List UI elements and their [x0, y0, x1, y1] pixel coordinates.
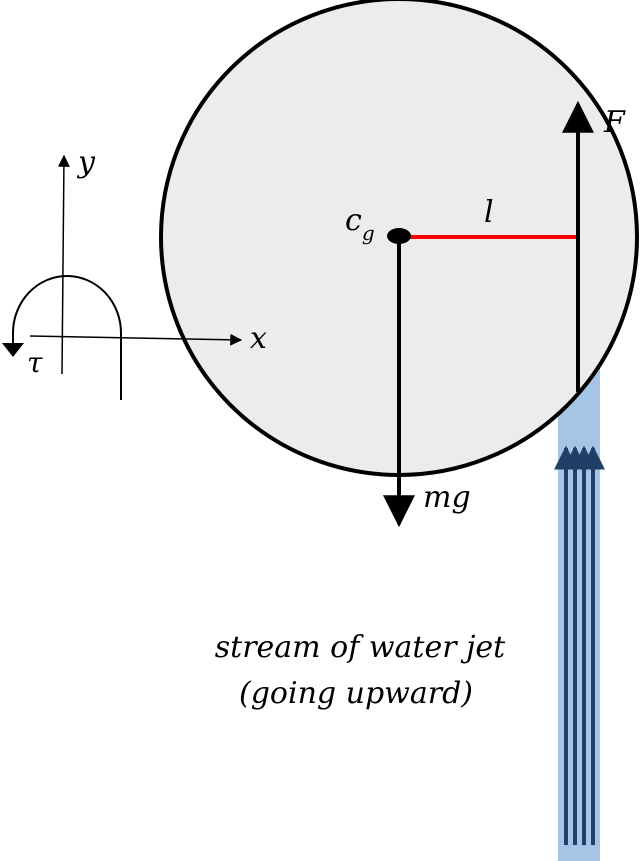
cg-subscript: g [362, 221, 375, 245]
jet-streamlines [554, 445, 605, 845]
weight-label: mg [423, 480, 471, 515]
cg-main: c [345, 203, 362, 238]
x-axis-label: x [250, 321, 267, 356]
caption-line-2: (going upward) [239, 676, 473, 711]
torque-label: τ [27, 346, 43, 379]
torque-arrowhead [2, 343, 24, 357]
y-axis-label: y [76, 145, 96, 180]
center-of-gravity-dot [387, 228, 411, 244]
coordinate-axes [29, 154, 243, 375]
y-axis [57, 154, 70, 375]
caption-line-1: stream of water jet [215, 630, 506, 665]
torque-arc [12, 275, 122, 400]
lever-label: l [484, 195, 494, 230]
force-label: F [603, 105, 626, 140]
center-of-gravity-label: cg [345, 203, 375, 245]
x-axis [29, 333, 243, 346]
